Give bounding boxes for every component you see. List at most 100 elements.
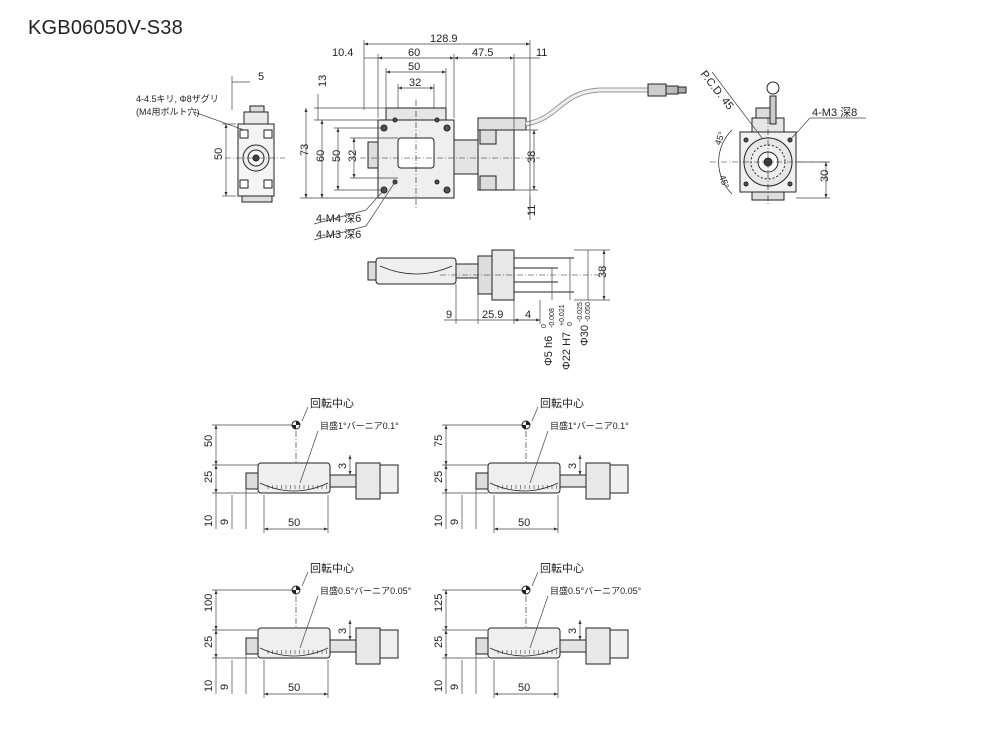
coupling xyxy=(329,474,357,488)
plan-view xyxy=(360,83,687,210)
dim-128-9: 128.9 xyxy=(430,33,458,45)
angle-2: 45° xyxy=(717,174,731,191)
dim-height: 50 xyxy=(203,435,215,447)
dim-3: 3 xyxy=(337,463,349,469)
front-view xyxy=(367,249,600,301)
rotation-center-fill xyxy=(292,586,300,594)
dim-60-top: 60 xyxy=(408,47,420,59)
dim-10: 10 xyxy=(203,680,215,692)
hole-note-line2: (M4用ボルト穴) xyxy=(136,106,200,117)
motor-flange xyxy=(585,627,611,665)
phi-5-tol-upper: 0 xyxy=(541,324,548,328)
scale-leader xyxy=(299,595,319,649)
side-view-body xyxy=(245,585,399,665)
dim-73: 73 xyxy=(299,144,311,156)
phi-30-label: Φ30 -0.025 -0.050 xyxy=(577,302,592,346)
coupling xyxy=(559,474,587,488)
phi-22-tol-upper: +0.021 xyxy=(559,304,566,326)
dim-width: 50 xyxy=(518,682,530,694)
phi-5-label: Φ5 h6 0 -0.008 xyxy=(541,308,556,366)
side-view-dimensions xyxy=(442,406,582,533)
dim-9: 9 xyxy=(449,684,461,690)
stage-body xyxy=(487,627,561,659)
knob xyxy=(475,637,489,655)
scale-label: 目盛1°バーニア0.1° xyxy=(320,420,399,431)
scale-leader xyxy=(529,430,549,484)
front-view-dimensions xyxy=(444,249,610,324)
motor-flange xyxy=(355,627,381,665)
hole-note-line1: 4-4.5キリ, Φ8ザグリ xyxy=(136,93,219,104)
rotation-center-fill xyxy=(522,586,530,594)
front-dim-38: 38 xyxy=(597,266,609,278)
labels: 5 4-4.5キリ, Φ8ザグリ (M4用ボルト穴) 50 128.9 10.4… xyxy=(136,33,857,370)
dim-60-v: 60 xyxy=(315,150,327,162)
dim-10: 10 xyxy=(203,515,215,527)
scale-arc xyxy=(489,482,559,492)
scale-leader xyxy=(529,595,549,649)
motor-flange xyxy=(355,462,381,500)
left-view-dimensions xyxy=(193,76,250,197)
knob xyxy=(245,472,259,490)
scale-label: 目盛0.5°バーニア0.05° xyxy=(320,585,412,596)
front-dim-25-9: 25.9 xyxy=(482,309,503,321)
end-view xyxy=(710,81,828,206)
center-leader xyxy=(531,406,539,422)
rotation-center-fill xyxy=(522,421,530,429)
rotation-center-fill xyxy=(292,421,300,429)
front-dim-4: 4 xyxy=(525,309,531,321)
dim-height: 125 xyxy=(433,594,445,612)
dim-10: 10 xyxy=(433,515,445,527)
motor-bracket xyxy=(609,629,629,659)
center-leader xyxy=(301,571,309,587)
rotation-center-label: 回転中心 xyxy=(310,562,354,575)
phi-22-label: Φ22 H7 +0.021 0 xyxy=(559,304,574,370)
drawing-title: KGB06050V-S38 xyxy=(28,17,183,39)
scale-label: 目盛1°バーニア0.1° xyxy=(550,420,629,431)
dim-10: 10 xyxy=(433,680,445,692)
dim-10-4: 10.4 xyxy=(332,47,353,59)
motor-bracket xyxy=(379,629,399,659)
coupling xyxy=(559,639,587,653)
phi-30-tol-upper: -0.025 xyxy=(577,302,584,322)
stage-body xyxy=(257,627,331,659)
phi-30-text: Φ30 xyxy=(579,325,591,346)
motor-bracket xyxy=(609,464,629,494)
scale-arc xyxy=(489,647,559,657)
dim-25: 25 xyxy=(203,471,215,483)
dim-25: 25 xyxy=(433,471,445,483)
pcd-label: P.C.D. 45 xyxy=(698,68,736,112)
phi-30-tol-lower: -0.050 xyxy=(585,302,592,322)
rotation-center-label: 回転中心 xyxy=(540,397,584,410)
tap-m4-label: 4-M4 深6 xyxy=(316,212,361,225)
rotation-center-label: 回転中心 xyxy=(540,562,584,575)
dim-11-top: 11 xyxy=(536,47,547,59)
dim-13: 13 xyxy=(317,75,329,87)
dim-38-v: 38 xyxy=(526,151,538,163)
side-view-dimensions xyxy=(212,406,352,533)
rotation-center-label: 回転中心 xyxy=(310,397,354,410)
phi-22-tol-lower: 0 xyxy=(567,322,574,326)
dim-9: 9 xyxy=(219,684,231,690)
dim-47-5: 47.5 xyxy=(472,47,493,59)
side-view-body xyxy=(475,585,629,665)
scale-label: 目盛0.5°バーニア0.05° xyxy=(550,585,642,596)
coupling xyxy=(329,639,357,653)
side-view-body xyxy=(245,420,399,500)
dim-3: 3 xyxy=(567,628,579,634)
angle-1: 45° xyxy=(713,130,727,147)
dim-32-v: 32 xyxy=(347,150,359,162)
left-side-view xyxy=(225,105,285,203)
dim-height: 100 xyxy=(203,594,215,612)
dim-3: 3 xyxy=(337,628,349,634)
phi-5-text: Φ5 h6 xyxy=(543,336,555,366)
dim-50-left: 50 xyxy=(213,148,225,160)
front-dim-9: 9 xyxy=(446,309,452,321)
dim-25: 25 xyxy=(203,636,215,648)
phi-5-tol-lower: -0.008 xyxy=(549,308,556,328)
dim-50-top: 50 xyxy=(408,61,420,73)
